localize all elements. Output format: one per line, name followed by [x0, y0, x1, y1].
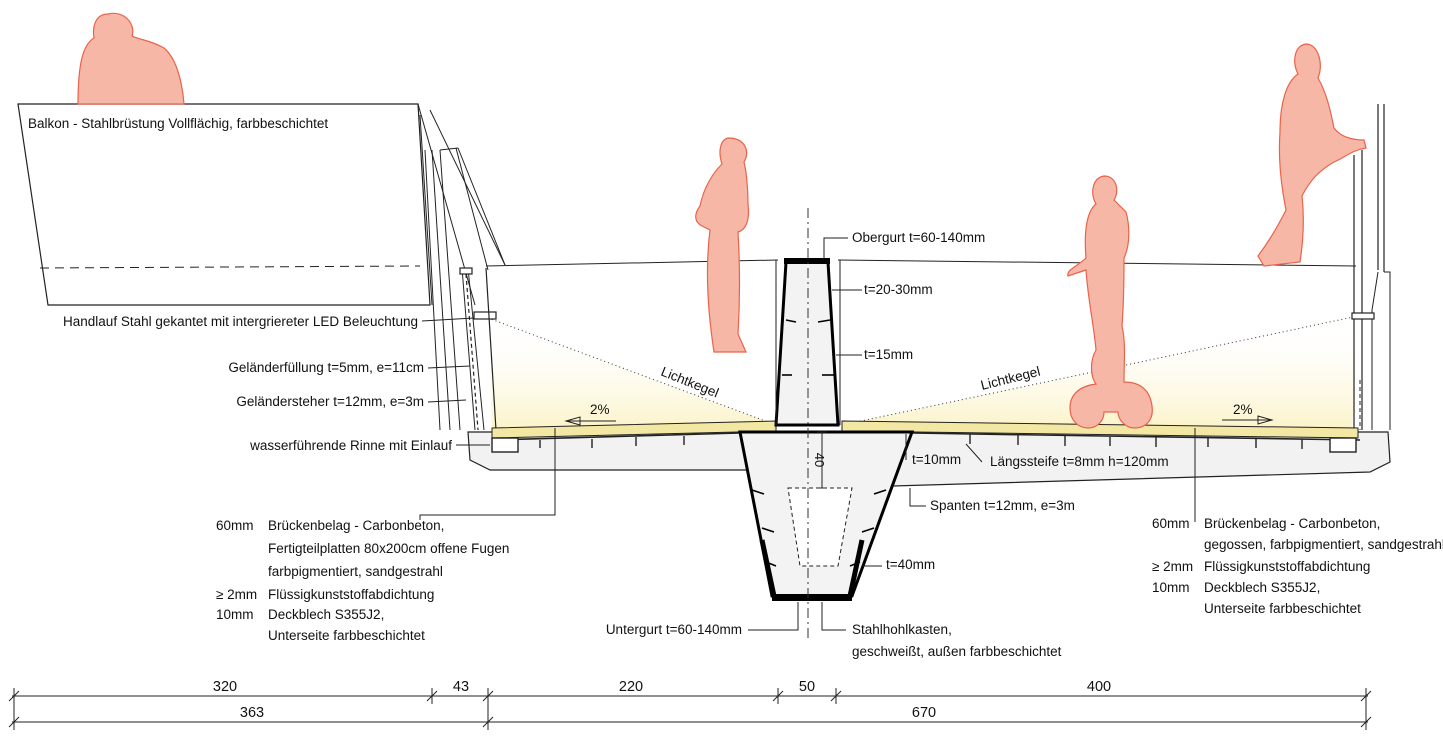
right-railing [1351, 104, 1391, 430]
right-build-up: 60mm Brückenbelag - Carbonbeton, gegosse… [1152, 516, 1443, 616]
top-flange [784, 258, 830, 264]
bottom-flange [772, 594, 852, 601]
right-build-up-thickness-2: ≥ 2mm [1152, 559, 1193, 574]
gutter-right [1329, 437, 1357, 453]
box-girder-opening [787, 487, 853, 567]
deck-layer-right [841, 420, 1359, 439]
right-build-up-text-2: Flüssigkunststoffabdichtung [1204, 559, 1370, 574]
slope-arrow-right [1222, 415, 1274, 425]
left-build-up-thickness-3: ≥ 2mm [216, 587, 257, 602]
label-gelaenderfuellung: Geländerfüllung t=5mm, e=11cm [228, 360, 424, 375]
slope-right-label: 2% [1233, 402, 1253, 417]
dim-320: 320 [213, 679, 237, 695]
label-spanten: Spanten t=12mm, e=3m [930, 498, 1075, 513]
right-build-up-thickness-0: 60mm [1152, 516, 1190, 531]
light-cone-left-line [487, 317, 777, 426]
label-t20-30: t=20-30mm [864, 282, 933, 297]
dim-363: 363 [240, 705, 264, 721]
left-build-up-thickness-0: 60mm [216, 518, 254, 533]
label-gelaendersteher: Geländersteher t=12mm, e=3m [236, 394, 424, 409]
dim-670: 670 [912, 705, 936, 721]
box-depth-dim: 40 [812, 453, 827, 467]
label-handlauf: Handlauf Stahl gekantet mit intergrieret… [63, 314, 418, 329]
label-t40: t=40mm [886, 557, 935, 572]
left-build-up-thickness-4: 10mm [216, 607, 254, 622]
dim-43: 43 [453, 679, 469, 695]
balcony-dashed-line [39, 265, 421, 269]
dimension-lines [8, 688, 1372, 730]
person-railing-icon [1257, 43, 1367, 267]
left-build-up-text-4: Deckblech S355J2, [268, 607, 384, 622]
label-stahlhohlkasten-1: Stahlhohlkasten, [852, 622, 952, 637]
label-t15: t=15mm [864, 347, 913, 362]
dim-400: 400 [1087, 679, 1111, 695]
right-build-up-text-0: Brückenbelag - Carbonbeton, [1204, 516, 1380, 531]
slope-left-label: 2% [590, 402, 610, 417]
gutter-left [491, 437, 519, 453]
slope-arrow-left [564, 416, 616, 426]
right-build-up-text-4: Unterseite farbbeschichtet [1204, 601, 1361, 616]
balcony-panel [17, 103, 431, 306]
longitudinal-stiffeners [539, 434, 1303, 449]
box-girder-ribs [751, 489, 887, 567]
right-build-up-text-3: Deckblech S355J2, [1204, 580, 1320, 595]
left-build-up-text-3: Flüssigkunststoffabdichtung [268, 587, 434, 602]
person-segway-icon [1067, 175, 1153, 429]
right-build-up-text-1: gegossen, farbpigmentiert, sandgestrahlt [1204, 537, 1443, 552]
leader-lines [419, 237, 1196, 631]
right-build-up-thickness-3: 10mm [1152, 580, 1190, 595]
label-untergurt: Untergurt t=60-140mm [606, 622, 742, 637]
left-build-up-text-0: Brückenbelag - Carbonbeton, [268, 518, 444, 533]
upper-web [774, 260, 840, 427]
upper-web-ribs [782, 319, 834, 376]
light-cone-left [488, 318, 776, 430]
label-laengssteife: Längssteife t=8mm h=120mm [990, 454, 1169, 469]
label-t10: t=10mm [912, 452, 961, 467]
left-build-up-text-1: Fertigteilplatten 80x200cm offene Fugen [268, 541, 509, 556]
person-balcony-icon [77, 12, 185, 105]
left-build-up-text-5: Unterseite farbbeschichtet [268, 628, 425, 643]
left-build-up-text-2: farbpigmentiert, sandgestrahl [268, 564, 443, 579]
label-stahlhohlkasten-2: geschweißt, außen farbbeschichtet [852, 644, 1062, 659]
person-standing-icon [695, 137, 750, 353]
dim-50: 50 [799, 679, 815, 695]
dim-220: 220 [619, 679, 643, 695]
left-build-up: 60mm Brückenbelag - Carbonbeton, Fertigt… [216, 518, 509, 643]
left-railing-post [459, 267, 497, 431]
label-balkon: Balkon - Stahlbrüstung Vollflächig, farb… [28, 116, 328, 131]
label-obergurt: Obergurt t=60-140mm [852, 230, 985, 245]
label-rinne: wasserführende Rinne mit Einlauf [249, 438, 452, 453]
